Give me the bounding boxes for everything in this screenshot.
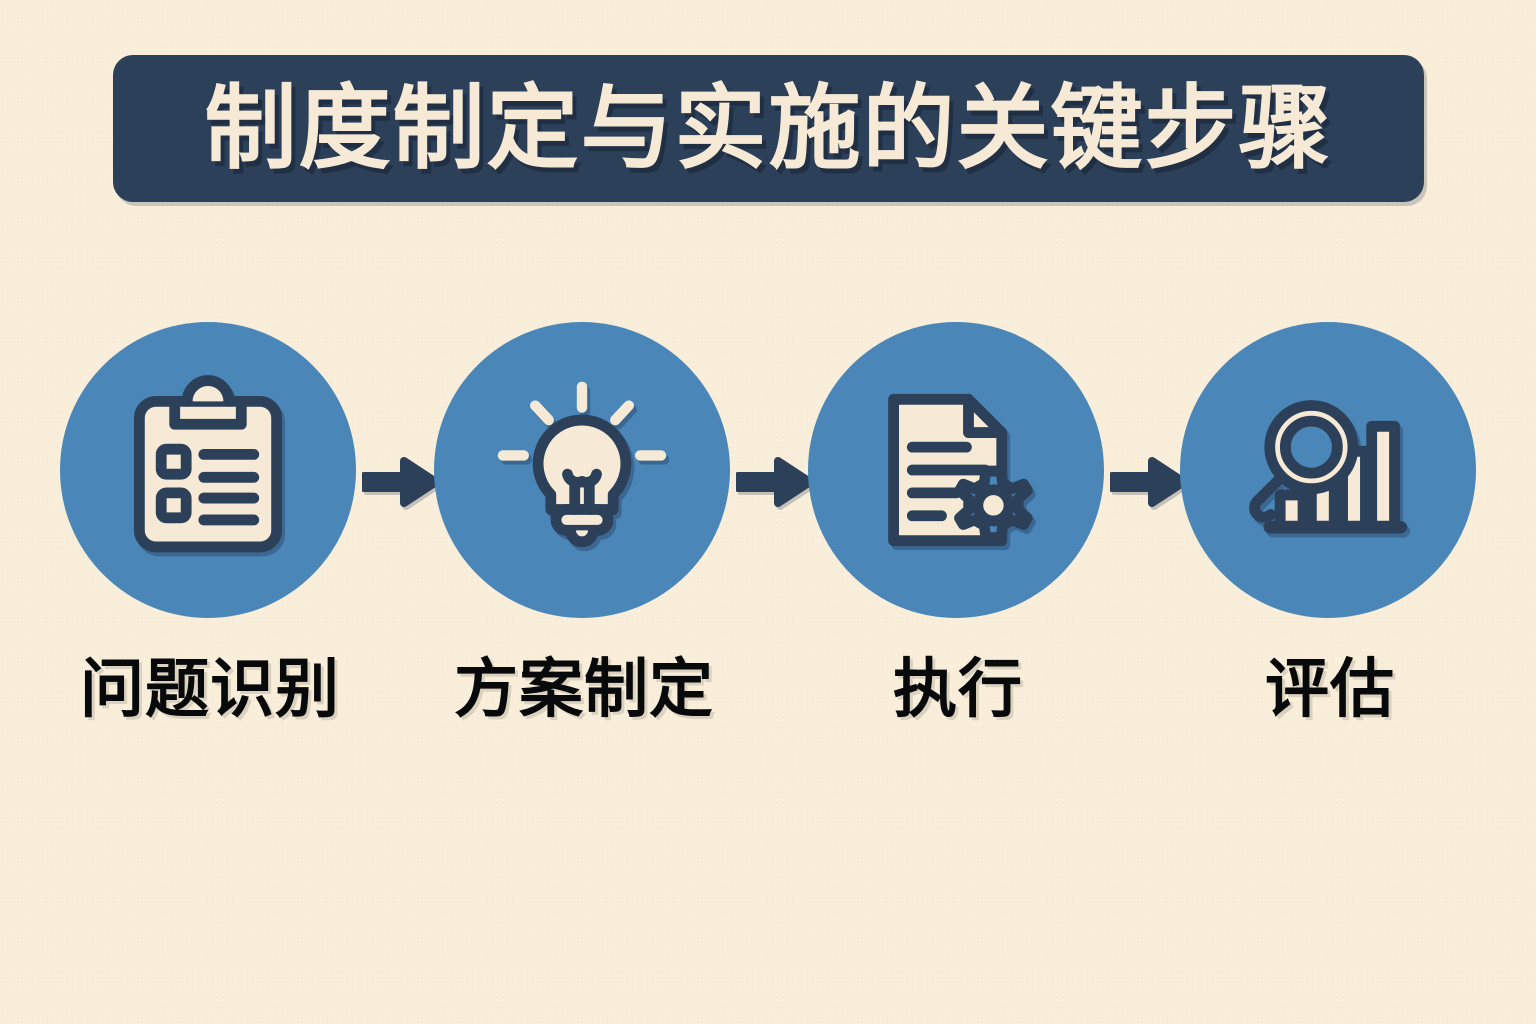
clipboard-checklist-icon: [133, 375, 283, 553]
step-icon-circle: [60, 322, 356, 618]
flow-step-label: 执行: [893, 653, 1023, 727]
lightbulb-idea-icon: [497, 381, 667, 548]
step-icon-circle: [434, 322, 730, 618]
flow-step-label: 方案制定: [454, 653, 714, 727]
arrow-step1-to-step2: [362, 450, 440, 514]
arrow-step3-to-step4: [1110, 450, 1188, 514]
process-flow: 问题识别: [0, 322, 1536, 772]
flow-step-label: 评估: [1265, 653, 1395, 727]
step-icon-circle: [808, 322, 1104, 618]
document-gear-icon: [888, 393, 1033, 547]
flow-step-label: 问题识别: [80, 653, 340, 727]
title-banner: 制度制定与实施的关键步骤: [113, 55, 1424, 202]
arrow-step2-to-step3: [736, 450, 814, 514]
step-icon-circle: [1180, 322, 1476, 618]
flow-step-execution[interactable]: 执行: [808, 322, 1108, 722]
page-title: 制度制定与实施的关键步骤: [204, 74, 1333, 182]
flow-step-problem-identification[interactable]: 问题识别: [60, 322, 360, 722]
magnifier-bar-chart-icon: [1249, 400, 1408, 534]
flow-step-evaluation[interactable]: 评估: [1180, 322, 1480, 722]
flow-step-solution-design[interactable]: 方案制定: [434, 322, 734, 722]
